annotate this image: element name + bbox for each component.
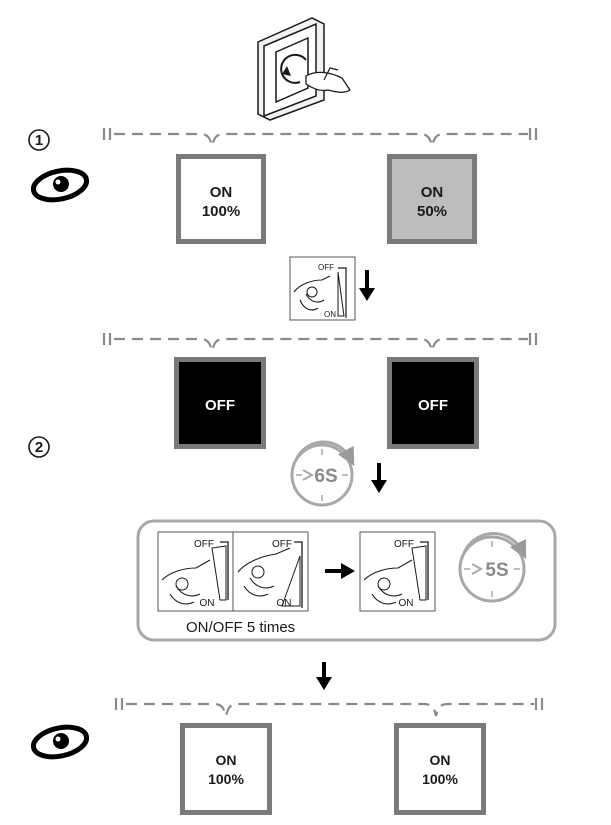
lamp-left-final-line1: ON: [216, 752, 237, 768]
lamp-right-final-line1: ON: [430, 752, 451, 768]
down-arrow-icon: [371, 463, 387, 493]
group-bracket-1: [102, 128, 538, 147]
rotary-dimmer-icon: [257, 17, 351, 121]
down-arrow-icon: [316, 662, 332, 690]
panel2-on-label: ON: [277, 598, 292, 609]
lamp-right-off: OFF: [387, 357, 479, 449]
small-off-label: OFF: [318, 263, 334, 272]
lamp-left-line1: ON: [210, 184, 233, 201]
panel3-off-label: OFF: [394, 539, 414, 550]
eye-icon: [30, 167, 90, 203]
group-bracket-2: [102, 333, 538, 352]
panel3-on-label: ON: [399, 598, 414, 609]
lamp-right-on-50: ON 50%: [387, 154, 477, 244]
lamp-left-line2: 100%: [202, 203, 240, 220]
timer-5s-label: 5S: [485, 560, 508, 581]
lamp-left-off-text: OFF: [205, 397, 235, 414]
lamp-left-on-100-final: ON 100%: [180, 723, 272, 815]
box-caption: ON/OFF 5 times: [186, 619, 296, 636]
lamp-right-off-text: OFF: [418, 397, 448, 414]
hand-switch-icon: OFF ON: [232, 531, 309, 612]
eye-icon: [30, 724, 90, 760]
lamp-right-on-100-final: ON 100%: [394, 723, 486, 815]
hand-switch-icon: OFF ON: [157, 531, 234, 612]
right-arrow-icon: [325, 563, 355, 579]
step-2-marker: 2: [28, 436, 50, 458]
step-2-number: 2: [35, 439, 43, 456]
lamp-right-line2: 50%: [417, 203, 447, 220]
hand-switch-icon: OFF ON: [359, 531, 436, 612]
group-bracket-3: [114, 698, 544, 717]
panel1-on-label: ON: [200, 598, 215, 609]
lamp-right-line1: ON: [421, 184, 444, 201]
small-on-label: ON: [324, 310, 336, 319]
lamp-left-off: OFF: [174, 357, 266, 449]
lamp-right-final-line2: 100%: [422, 771, 458, 787]
panel2-off-label: OFF: [272, 539, 292, 550]
step-1-marker: 1: [28, 129, 50, 151]
stopwatch-icon: 6S: [290, 440, 355, 507]
down-arrow-icon: [359, 270, 375, 301]
timer-6s-label: 6S: [314, 466, 337, 487]
panel1-off-label: OFF: [194, 539, 214, 550]
lamp-left-on-100: ON 100%: [176, 154, 266, 244]
stopwatch-icon: 5S: [458, 532, 527, 603]
hand-switch-icon: OFF ON: [289, 256, 356, 321]
step-1-number: 1: [35, 132, 43, 149]
lamp-left-final-line2: 100%: [208, 771, 244, 787]
